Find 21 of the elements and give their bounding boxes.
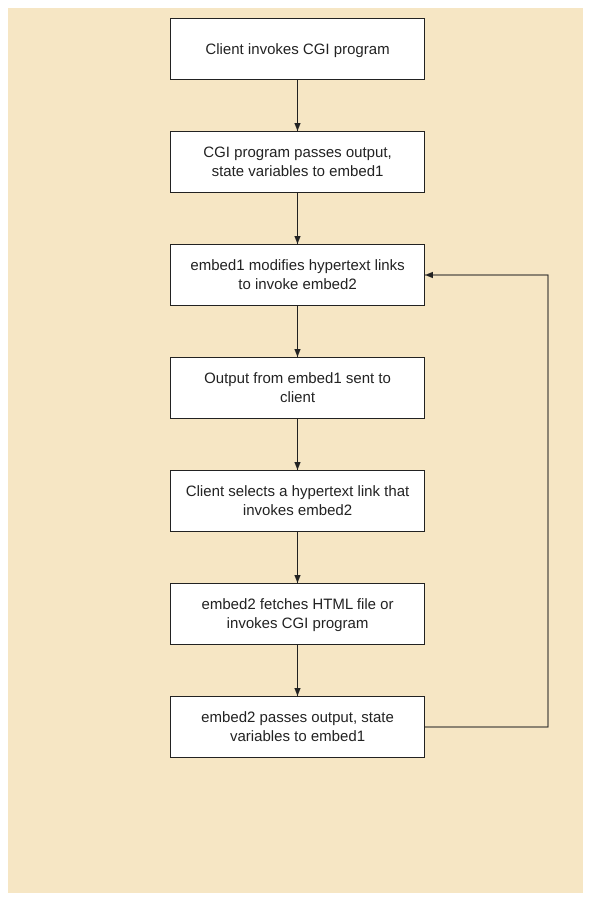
arrow [294,80,301,132]
box-label: Client invokes CGI program [204,40,391,58]
box-label: embed2 passes output, state variables to embed1 [200,708,395,746]
box-label: CGI program passes output, state variables to embed1 [202,143,393,181]
process-box [170,18,425,80]
arrow [294,418,301,470]
process-box [170,696,425,758]
process-box [170,470,425,532]
box-label: Client selects a hypertext link that invokes embed2 [184,482,410,520]
process-box [170,583,425,645]
process-box [170,244,425,306]
arrow [424,272,548,728]
arrow [294,644,301,696]
arrow [294,192,301,244]
box-label: embed1 modifies hypertext links to invoke embed2 [189,256,406,294]
box-label: embed2 fetches HTML file or invokes CGI program [200,595,395,633]
arrow [294,532,301,584]
process-box [170,357,425,419]
arrow [294,306,301,358]
box-label: Output from embed1 sent to client [203,369,392,407]
process-box [170,131,425,193]
